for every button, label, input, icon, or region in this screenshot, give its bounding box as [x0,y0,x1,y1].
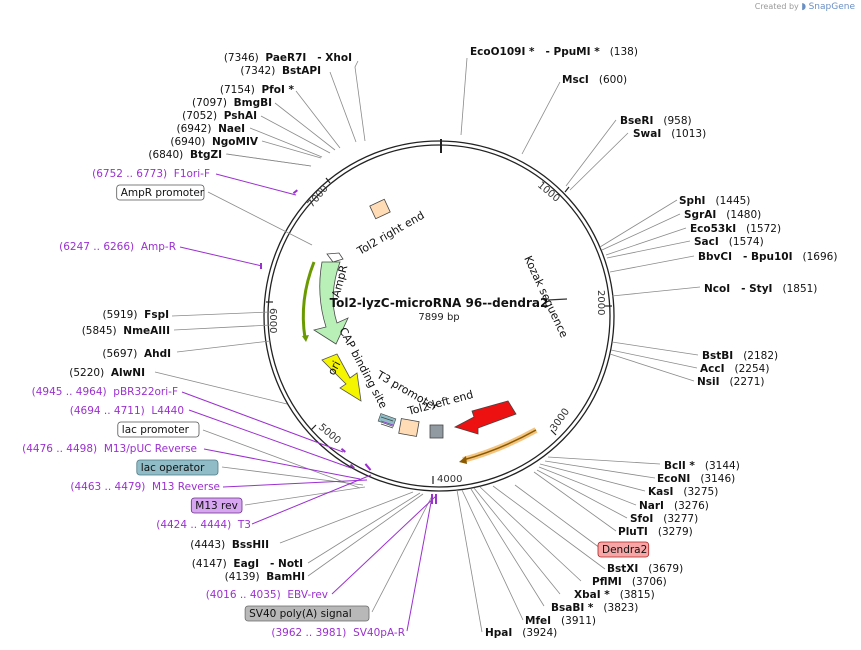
m13-rev-feature-label: M13 rev [195,500,238,512]
ebv-rev-primer-label: (4016 .. 4035) EBV-rev [206,589,328,601]
saci-site-label: SacI (1574) [694,236,764,248]
lac-operator-feature-label: lac operator [141,462,205,474]
bstbi-site-label: BstBI (2182) [702,350,778,362]
naei-site-label: (6942) NaeI [177,123,246,135]
dendra2-arrow [453,400,517,435]
sfoi-site-label: SfoI (3277) [630,513,698,525]
ecoo109i-site-label: EcoO109I * - PpuMI * (138) [470,46,638,58]
alwni-site-label: (5220) AlwNI [69,367,145,379]
nmeaiii-site-label: (5845) NmeAIII [82,325,170,337]
tick-label-3000: 3000 [548,407,572,434]
amp-r-primer-label: (6247 .. 6266) Amp-R [59,241,176,253]
tick-label-4000: 4000 [437,474,462,485]
ampr-promoter-feature-label: AmpR promoter [121,187,205,199]
tick-label-1000: 1000 [535,180,562,205]
ampr-promoter-feature-box [116,184,205,201]
t3-primer-label: (4424 .. 4444) T3 [156,519,251,531]
bbvci-site-label: BbvCI - Bpu10I (1696) [698,251,837,263]
lac-promoter-feature-label: lac promoter [122,424,190,436]
acci-site-label: AccI (2254) [700,363,769,375]
bamhi-site-label: (4139) BamHI [225,571,305,583]
ampr-arrow [312,261,349,345]
lac-stack [377,413,397,429]
pflmi-site-label: PflMI (3706) [592,576,667,588]
tol2-right-end-label: Tol2 right end [354,209,426,258]
ori-arrow [321,353,362,402]
pshai-site-label: (7052) PshAI [182,110,257,122]
nari-site-label: NarI (3276) [639,500,709,512]
l4440-primer-label: (4694 .. 4711) L4440 [70,405,184,417]
tick-label-2000: 2000 [595,290,606,315]
swai-site-label: SwaI (1013) [633,128,706,140]
pfoi-site-label: (7154) PfoI * [220,84,295,96]
dendra2-feature-label: Dendra2 [602,544,647,556]
econi-site-label: EcoNI (3146) [657,473,735,485]
lac-promoter-feature-box [117,421,200,438]
kasi-site-label: KasI (3275) [648,486,718,498]
tol2-left-end-box [398,418,420,437]
ori-label: ori [325,359,343,378]
plasmid-name: Tol2-lyzC-microRNA 96--dendra2 [330,296,549,310]
ampr-promoter-arrow [326,252,344,263]
dendra2-feature-box [597,541,650,558]
lac-operator-feature-box [136,459,219,476]
m13-reverse-primer-label: (4463 .. 4479) M13 Reverse [70,481,220,493]
snapgene-product-name: SnapGene [808,2,855,12]
bcli-site-label: BclI * (3144) [664,460,740,472]
tol2-right-end-box [369,198,391,220]
eagi-site-label: (4147) EagI - NotI [192,558,303,570]
site-labels: (7346) PaeR7I - XhoI(7342) BstAPI (7154) … [22,46,837,639]
bstxi-site-label: BstXI (3679) [607,563,683,575]
msci-site-label: MscI (600) [562,74,627,86]
bmgbi-site-label: (7097) BmgBI [192,97,272,109]
nsii-site-label: NsiI (2271) [697,376,764,388]
eco53ki-site-label: Eco53kI (1572) [690,223,781,235]
tick-label-7000: 7000 [306,183,331,210]
sv40pa-r-primer-label: (3962 .. 3981) SV40pA-R [271,627,405,639]
created-by-text: Created by [754,2,799,11]
mfei-site-label: MfeI (3911) [525,615,596,627]
primer-binding-marks [260,189,437,504]
plasmid-length: 7899 bp [418,312,459,323]
bseri-site-label: BseRI (958) [620,115,692,127]
tick-marks [266,177,612,484]
btgzi-site-label: (6840) BtgZI [148,149,222,161]
paer7i-site-label: (7346) PaeR7I - XhoI [224,52,352,64]
ngomiv-site-label: (6940) NgoMIV [170,136,258,148]
leader-lines [154,57,701,633]
f1ori-f-primer-label: (6752 .. 6773) F1ori-F [92,168,210,180]
pluti-site-label: PluTI (3279) [618,526,693,538]
sgrai-site-label: SgrAI (1480) [684,209,761,221]
ncoi-site-label: NcoI - StyI (1851) [704,283,817,295]
xbai-site-label: XbaI * (3815) [574,589,655,601]
bsshii-site-label: (4443) BssHII [190,539,269,551]
hpai-site-label: HpaI (3924) [485,627,557,639]
plasmid-backbone [263,139,615,492]
bsabi-site-label: BsaBI * (3823) [551,602,638,614]
snapgene-logo-icon: ◗ [801,2,807,12]
sv40-polya-box [429,424,444,439]
pbr322ori-f-primer-label: (4945 .. 4964) pBR322ori-F [32,386,178,398]
primer-leader-lines [179,173,437,632]
sphi-site-label: SphI (1445) [679,195,750,207]
tick-label-6000: 6000 [267,308,278,333]
ahdi-site-label: (5697) AhdI [102,348,171,360]
m13-puc-reverse-primer-label: (4476 .. 4498) M13/pUC Reverse [22,443,197,455]
m13-rev-feature-box [190,497,243,514]
fspi-site-label: (5919) FspI [103,309,169,321]
sv40-poly-a-signal-feature-box [244,605,370,622]
kozak-marker [547,298,568,301]
sv40-poly-a-signal-feature-label: SV40 poly(A) signal [249,608,352,620]
snapgene-branding: Created by ◗ SnapGene [755,2,855,12]
feature-graphics [301,198,568,464]
ampr-cds-line [301,261,316,339]
dendra2-cds-line [462,429,537,461]
bstapi-site-label: (7342) BstAPI [240,65,321,77]
